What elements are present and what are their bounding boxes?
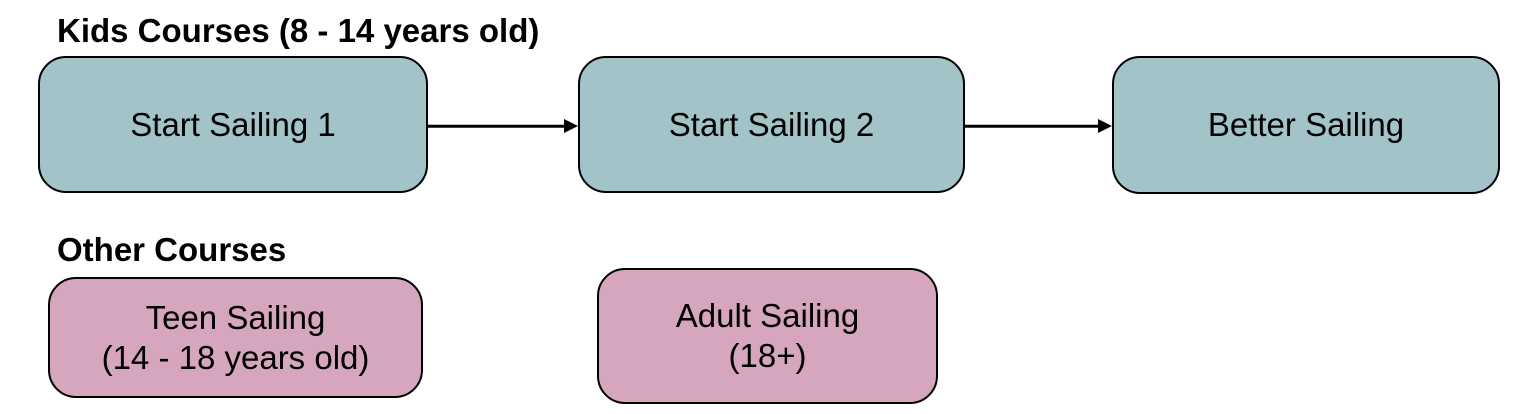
node-label: Start Sailing 2 — [668, 105, 875, 143]
node-label: Better Sailing — [1207, 106, 1405, 143]
kids-courses-heading: Kids Courses (8 - 14 years old) — [57, 12, 540, 49]
node-adult-sailing: Adult Sailing (18+) — [597, 268, 938, 404]
arrow-start-sailing-1-to-start-sailing-2 — [428, 116, 578, 136]
node-label: Start Sailing 1 — [130, 105, 336, 143]
node-start-sailing-2: Start Sailing 2 — [578, 56, 965, 193]
arrow-line — [428, 124, 567, 128]
other-courses-heading: Other Courses — [57, 231, 287, 268]
arrowhead-icon — [564, 119, 578, 133]
node-label-line2: (18+) — [728, 337, 807, 374]
node-label-line2: (14 - 18 years old) — [101, 338, 370, 376]
arrow-line — [965, 124, 1101, 128]
node-label-line1: Adult Sailing — [675, 297, 860, 334]
node-start-sailing-1: Start Sailing 1 — [38, 56, 428, 193]
arrowhead-icon — [1098, 119, 1112, 133]
node-teen-sailing: Teen Sailing (14 - 18 years old) — [48, 277, 423, 398]
node-better-sailing: Better Sailing — [1112, 56, 1500, 194]
node-label-line1: Teen Sailing — [145, 298, 326, 336]
arrow-start-sailing-2-to-better-sailing — [965, 116, 1112, 136]
